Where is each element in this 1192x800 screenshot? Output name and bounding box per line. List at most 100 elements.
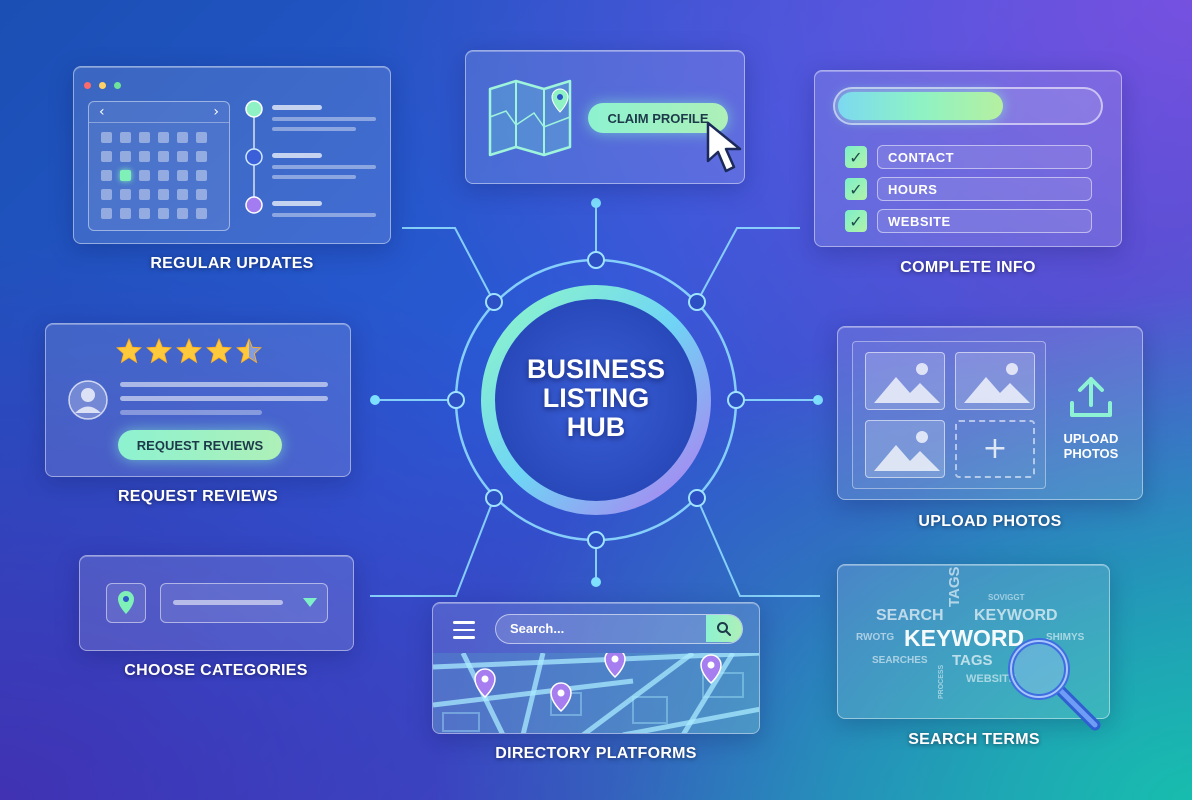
upload-label-line-2: PHOTOS xyxy=(1063,446,1119,461)
claim-profile-button[interactable]: CLAIM PROFILE xyxy=(588,103,728,133)
calendar-day[interactable] xyxy=(139,208,150,219)
calendar-day[interactable] xyxy=(177,170,188,181)
calendar-day[interactable] xyxy=(177,189,188,200)
magnifier-icon xyxy=(1008,638,1101,731)
claim-profile-card: CLAIM PROFILE xyxy=(465,50,745,184)
progress-fill xyxy=(838,92,1003,120)
add-photo-slot[interactable]: + xyxy=(955,420,1035,478)
website-checkbox[interactable]: ✓ xyxy=(845,210,867,232)
calendar-day[interactable] xyxy=(177,132,188,143)
star-icon xyxy=(236,338,262,364)
calendar-day[interactable] xyxy=(120,189,131,200)
calendar-day[interactable] xyxy=(158,151,169,162)
hub-title-line-2: LISTING xyxy=(542,383,650,413)
calendar-day[interactable] xyxy=(196,208,207,219)
star-icon xyxy=(116,338,142,364)
dropdown-arrow-icon xyxy=(303,598,317,607)
contact-field: CONTACT xyxy=(877,145,1092,169)
request-reviews-caption: REQUEST REVIEWS xyxy=(117,488,279,505)
upload-icon[interactable] xyxy=(1066,373,1116,423)
photo-thumb-1[interactable] xyxy=(865,352,945,410)
word-searches: SEARCHES xyxy=(872,655,928,666)
chevron-left-icon[interactable]: ‹ xyxy=(99,104,105,120)
location-pin-icon xyxy=(118,591,134,614)
calendar-day[interactable] xyxy=(139,132,150,143)
review-line-3 xyxy=(120,410,262,415)
choose-categories-card xyxy=(79,555,354,651)
category-dropdown[interactable] xyxy=(160,583,328,623)
window-close-dot[interactable] xyxy=(84,82,91,89)
search-button[interactable] xyxy=(706,615,742,642)
hours-checkbox[interactable]: ✓ xyxy=(845,178,867,200)
hub-title-line-1: BUSINESS xyxy=(526,354,666,384)
word-rwotg: RWOTG xyxy=(856,632,895,643)
calendar-day[interactable] xyxy=(120,208,131,219)
calendar-day[interactable] xyxy=(101,132,112,143)
calendar-day[interactable] xyxy=(158,170,169,181)
calendar-widget: ‹ › xyxy=(88,101,230,231)
calendar-day[interactable] xyxy=(120,170,131,181)
star-icon xyxy=(206,338,232,364)
calendar-day[interactable] xyxy=(196,151,207,162)
window-min-dot[interactable] xyxy=(99,82,107,89)
star-icon xyxy=(146,338,172,364)
calendar-day[interactable] xyxy=(101,189,112,200)
request-reviews-button[interactable]: REQUEST REVIEWS xyxy=(118,430,282,460)
calendar-day[interactable] xyxy=(120,151,131,162)
hub-title-line-3: HUB xyxy=(566,412,626,442)
word-keyword-small: KEYWORD xyxy=(974,607,1058,624)
chevron-right-icon[interactable]: › xyxy=(213,104,219,120)
calendar-day[interactable] xyxy=(139,170,150,181)
upload-label-line-1: UPLOAD xyxy=(1063,431,1119,446)
plus-icon: + xyxy=(982,431,1008,466)
request-reviews-card: REQUEST REVIEWS xyxy=(45,323,351,477)
calendar-day[interactable] xyxy=(196,170,207,181)
calendar-day[interactable] xyxy=(177,208,188,219)
directory-platforms-caption: DIRECTORY PLATFORMS xyxy=(495,745,697,762)
upload-photos-caption: UPLOAD PHOTOS xyxy=(918,513,1062,530)
calendar-day[interactable] xyxy=(158,189,169,200)
calendar-day[interactable] xyxy=(196,132,207,143)
directory-search-input[interactable]: Search... xyxy=(495,614,743,644)
directory-map xyxy=(433,653,759,733)
window-max-dot[interactable] xyxy=(114,82,122,89)
upload-photos-side-label: UPLOAD PHOTOS xyxy=(1052,431,1130,461)
upload-photos-card: + UPLOAD PHOTOS xyxy=(837,326,1143,500)
calendar-day[interactable] xyxy=(101,170,112,181)
calendar-day[interactable] xyxy=(158,132,169,143)
word-keyword-large: KEYWORD xyxy=(904,625,1025,651)
photo-thumb-2[interactable] xyxy=(955,352,1035,410)
calendar-day[interactable] xyxy=(158,208,169,219)
word-website: WEBSITE xyxy=(966,673,1017,685)
contact-checkbox[interactable]: ✓ xyxy=(845,146,867,168)
dropdown-value-placeholder xyxy=(173,600,283,605)
photo-thumb-3[interactable] xyxy=(865,420,945,478)
calendar-day[interactable] xyxy=(196,189,207,200)
hours-field: HOURS xyxy=(877,177,1092,201)
calendar-day[interactable] xyxy=(101,208,112,219)
image-icon xyxy=(964,363,1030,403)
timeline xyxy=(245,100,376,217)
complete-info-card: ✓ CONTACT ✓ HOURS ✓ WEBSITE xyxy=(814,70,1122,247)
word-soviggt: SOVIGGT xyxy=(988,593,1025,602)
search-terms-card: SEARCH TAGS SOVIGGT KEYWORD RWOTG KEYWOR… xyxy=(837,564,1110,731)
map-icon xyxy=(488,79,572,157)
word-search: SEARCH xyxy=(876,607,944,624)
calendar-day[interactable] xyxy=(177,151,188,162)
word-process-vertical: PROCESS xyxy=(938,664,945,699)
complete-info-caption: COMPLETE INFO xyxy=(900,259,1036,276)
calendar-header: ‹ › xyxy=(89,102,229,123)
calendar-day[interactable] xyxy=(139,189,150,200)
review-line-1 xyxy=(120,382,328,387)
progress-track xyxy=(833,87,1103,125)
image-icon xyxy=(874,431,940,471)
calendar-day[interactable] xyxy=(139,151,150,162)
calendar-day[interactable] xyxy=(120,132,131,143)
location-box[interactable] xyxy=(106,583,146,623)
star-rating xyxy=(116,338,262,364)
cursor-icon xyxy=(706,121,742,173)
calendar-day[interactable] xyxy=(101,151,112,162)
menu-icon[interactable] xyxy=(453,621,475,639)
regular-updates-caption: REGULAR UPDATES xyxy=(150,255,314,272)
